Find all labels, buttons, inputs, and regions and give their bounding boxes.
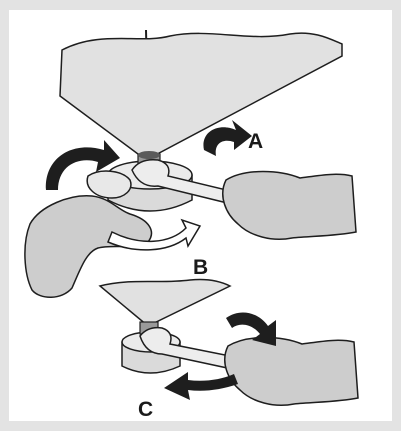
- label-b: B: [193, 257, 208, 278]
- label-c: C: [138, 399, 153, 420]
- label-a: A: [248, 131, 263, 152]
